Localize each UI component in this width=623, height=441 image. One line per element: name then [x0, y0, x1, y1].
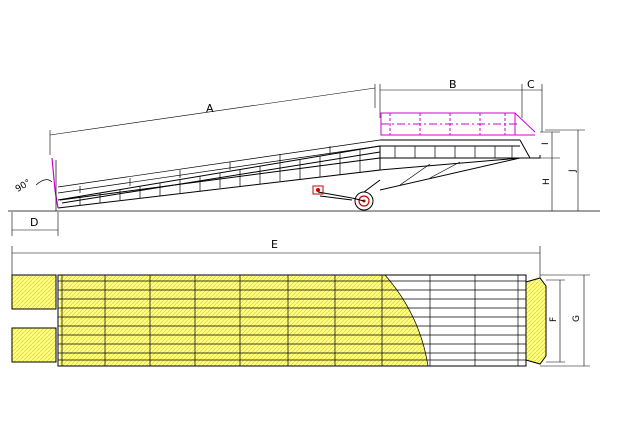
- dimension-a: A: [49, 84, 376, 155]
- dim-label-b: B: [449, 78, 457, 91]
- dim-label-e: E: [271, 238, 278, 251]
- deck-transverse-members: [61, 275, 519, 366]
- dimension-b: B: [379, 78, 523, 118]
- dim-label-i: I: [541, 142, 551, 145]
- plan-view: E: [11, 238, 590, 367]
- dim-label-f: F: [549, 317, 559, 322]
- lip-plate: [525, 277, 547, 365]
- dimension-i: I: [540, 131, 560, 158]
- wheel-assembly: [312, 179, 381, 211]
- dimension-f: F: [546, 279, 565, 363]
- toe-plate-lower: [11, 327, 57, 363]
- toe-plate-upper: [11, 274, 57, 310]
- deck-longitudinal-members: [58, 280, 526, 361]
- dim-label-d: D: [30, 216, 38, 229]
- dimension-d: D: [11, 212, 59, 236]
- deck-grating-curve: [385, 275, 428, 366]
- ramp-bottom-chord: [57, 157, 381, 209]
- dim-label-h: H: [542, 178, 552, 185]
- dimension-e: E: [11, 238, 541, 278]
- angle-indicator: 90°: [14, 160, 57, 211]
- angle-label: 90°: [14, 178, 33, 195]
- dimension-h: H: [540, 157, 560, 211]
- platform: [379, 139, 541, 191]
- dim-label-j: J: [568, 169, 578, 173]
- ramp-top-rail: [57, 139, 381, 194]
- guard-rail-highlight: [380, 112, 536, 136]
- dimension-c: C: [522, 78, 543, 132]
- toe-plate-highlight: [51, 157, 59, 209]
- dim-label-c: C: [527, 78, 535, 91]
- side-view: 90° A B C D: [8, 78, 600, 236]
- ramp-deck-grating: [60, 275, 385, 366]
- dimension-j: J: [545, 129, 585, 211]
- dim-label-a: A: [206, 102, 214, 115]
- dimension-g: G: [540, 274, 590, 367]
- dim-label-g: G: [572, 315, 582, 322]
